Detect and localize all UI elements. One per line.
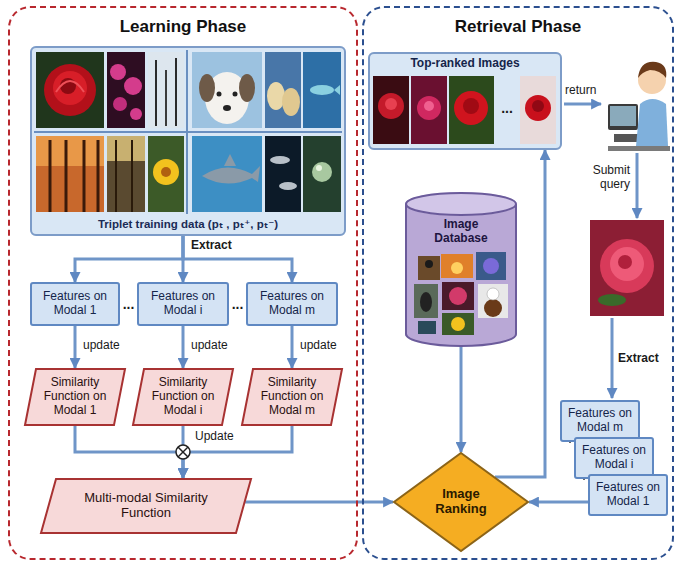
result-photos	[373, 76, 556, 144]
flow-label: Extract	[618, 352, 668, 366]
connector-arrow	[75, 236, 183, 282]
edge-label: update	[81, 339, 122, 353]
connector-arrow	[291, 326, 294, 368]
ellipsis-mark: ...	[495, 100, 519, 116]
phase-title: Retrieval Phase	[455, 17, 582, 37]
connector-arrow	[495, 150, 545, 477]
label-slot: Submit query	[582, 164, 630, 192]
autumn-forest-photo	[36, 136, 104, 212]
similarity-box: Similarity Function on Modal i	[132, 368, 234, 426]
node-label: Features on Modal 1	[36, 290, 114, 318]
feature-box: Features on Modal m	[560, 400, 640, 442]
node-label: Features on Modal i	[580, 444, 648, 472]
node-label: Similarity Function on Modal m	[257, 376, 327, 417]
user-icon	[608, 62, 670, 151]
flow-label: return	[565, 84, 602, 98]
connector-arrow	[245, 501, 393, 504]
decision-diamond: Image Ranking	[393, 452, 529, 552]
connector-arrow	[460, 346, 463, 452]
edge-label-slot: Update	[193, 430, 236, 444]
phase-region: Retrieval PhaseTop-ranked ImagesImage Da…	[362, 6, 674, 560]
edge-label-slot: update	[189, 339, 230, 353]
similarity-box: Multi-modal Similarity Function	[40, 478, 252, 534]
yellow-flower-photo	[148, 136, 184, 212]
label-slot: ...	[120, 296, 137, 312]
label-slot: ...	[495, 100, 519, 116]
droplet-photo	[303, 136, 341, 212]
node-label: Similarity Function on Modal i	[148, 376, 218, 417]
sharks-photo	[265, 136, 301, 212]
node-label: Top-ranked Images	[410, 57, 519, 71]
flow-label: Submit query	[582, 164, 630, 192]
node-label: Features on Modal 1	[594, 481, 662, 509]
database-photos	[414, 252, 508, 335]
connector-arrow	[529, 501, 588, 504]
edge-label: Update	[193, 430, 236, 444]
label-slot: ...	[229, 296, 246, 312]
connector-arrow	[183, 236, 292, 282]
label-slot: return	[565, 84, 602, 98]
training-panel: Triplet training data (pₜ , pₜ⁺, pₜ⁻)	[30, 46, 346, 236]
node-label: Multi-modal Similarity Function	[80, 491, 212, 521]
database-fill	[405, 204, 517, 346]
ellipsis-mark: ...	[120, 296, 137, 312]
query-photo	[590, 220, 664, 316]
edge-label: update	[298, 339, 339, 353]
divider	[34, 131, 342, 133]
similarity-box: Similarity Function on Modal m	[241, 368, 343, 426]
pink-flower-photo	[107, 52, 145, 128]
connector-arrow	[75, 426, 183, 478]
result-panel: Top-ranked Images	[368, 52, 562, 150]
node-label: Similarity Function on Modal 1	[40, 376, 110, 417]
edge-label: update	[189, 339, 230, 353]
connector-arrow	[183, 426, 292, 478]
dog-photo	[192, 52, 262, 128]
phase-region: Learning PhaseTriplet training data (pₜ …	[8, 6, 358, 560]
edge-label-slot: Extract	[189, 239, 234, 253]
shark-photo	[192, 136, 262, 212]
node-label: Image Database	[423, 218, 499, 246]
feature-box: Features on Modal m	[246, 282, 338, 326]
ellipsis-mark: ...	[229, 296, 246, 312]
forest-photo	[107, 136, 145, 212]
feature-box: Features on Modal i	[137, 282, 229, 326]
extract-arrow	[611, 318, 614, 398]
node-label: Image Ranking	[429, 487, 493, 517]
node-label: Features on Modal m	[252, 290, 332, 318]
node-label: Features on Modal i	[143, 290, 223, 318]
edge-label-slot: update	[298, 339, 339, 353]
snow-photo	[148, 52, 184, 128]
edge-label-slot: update	[81, 339, 122, 353]
node-label: Features on Modal m	[566, 407, 634, 435]
node-outline	[405, 192, 517, 346]
dogs-photo	[265, 52, 301, 128]
connector-arrow	[74, 326, 77, 368]
node-label: Triplet training data (pₜ , pₜ⁺, pₜ⁻)	[98, 218, 278, 231]
edge-label: Extract	[189, 239, 234, 253]
database-cylinder: Image Database	[405, 192, 517, 346]
database-fill	[405, 192, 517, 216]
label-slot: Extract	[618, 352, 668, 366]
return-arrow	[564, 103, 601, 106]
feature-box: Features on Modal i	[574, 437, 654, 479]
merge-symbol	[176, 445, 190, 459]
phase-title: Learning Phase	[120, 17, 247, 37]
connector-arrow	[182, 326, 185, 368]
panel-fill	[30, 46, 346, 236]
feature-box: Features on Modal 1	[30, 282, 120, 326]
similarity-box: Similarity Function on Modal 1	[24, 368, 126, 426]
underwater-photo	[303, 52, 341, 128]
query-arrow	[636, 153, 639, 218]
rose-photo	[36, 52, 104, 128]
feature-box: Features on Modal 1	[588, 474, 668, 516]
panel-fill	[368, 52, 562, 150]
